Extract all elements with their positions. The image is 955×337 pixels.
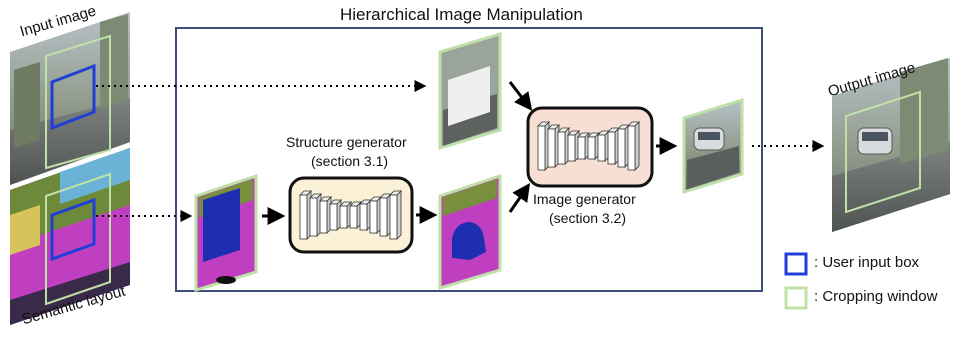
image-generator-layer [607,131,616,165]
image-generator-layer [567,134,576,162]
legend-user-input-box-label: : User input box [814,254,920,271]
image-generator-label: Image generator [533,191,636,207]
diagram-title: Hierarchical Image Manipulation [340,5,583,24]
image-generator-section: (section 3.2) [549,210,627,226]
structure-generator-layer [389,194,398,240]
structure-generator-label: Structure generator [286,134,407,150]
input-image-thumbnail [10,12,130,185]
semantic-to-image-generator-arrow [508,183,531,213]
predicted-semantic-thumbnail [438,173,502,291]
structure-generator-section: (section 3.1) [311,153,389,169]
legend-cropping-window-swatch [784,286,808,310]
structure-generator-layer [299,194,308,240]
cropped-semantic-thumbnail [194,173,258,293]
structure-generator-layer [339,205,348,229]
hierarchical-manipulation-frame [175,27,763,292]
semantic-layout-thumbnail [10,148,130,325]
structure-generator-layer [349,205,358,229]
image-generator-block [526,106,654,188]
structure-generator-layer [329,203,338,231]
image-generator-layer [577,136,586,160]
image-generator-layer [587,136,596,160]
structure-generator-layer [369,200,378,234]
structure-generator-layer [309,197,318,237]
structure-generator-layer [379,197,388,237]
image-generator-layer-side [634,121,640,171]
legend-cropping-window-label: : Cropping window [814,288,938,305]
masked-to-image-generator-arrow [508,81,533,111]
legend-user-input-box-swatch [784,252,808,276]
image-generator-layer [557,131,566,165]
image-generator-layer [547,128,556,168]
structure-generator-layer [359,203,368,231]
structure-generator-layer-side [396,190,402,240]
cropped-input-thumbnail [438,31,502,151]
image-generator-layer [617,128,626,168]
image-generator-layer [597,134,606,162]
structure-generator-block [288,176,414,254]
image-generator-layer [627,125,636,171]
image-generator-layer [537,125,546,171]
output-image-thumbnail [832,58,950,232]
generated-crop-thumbnail [682,97,744,195]
structure-generator-layer [319,200,328,234]
